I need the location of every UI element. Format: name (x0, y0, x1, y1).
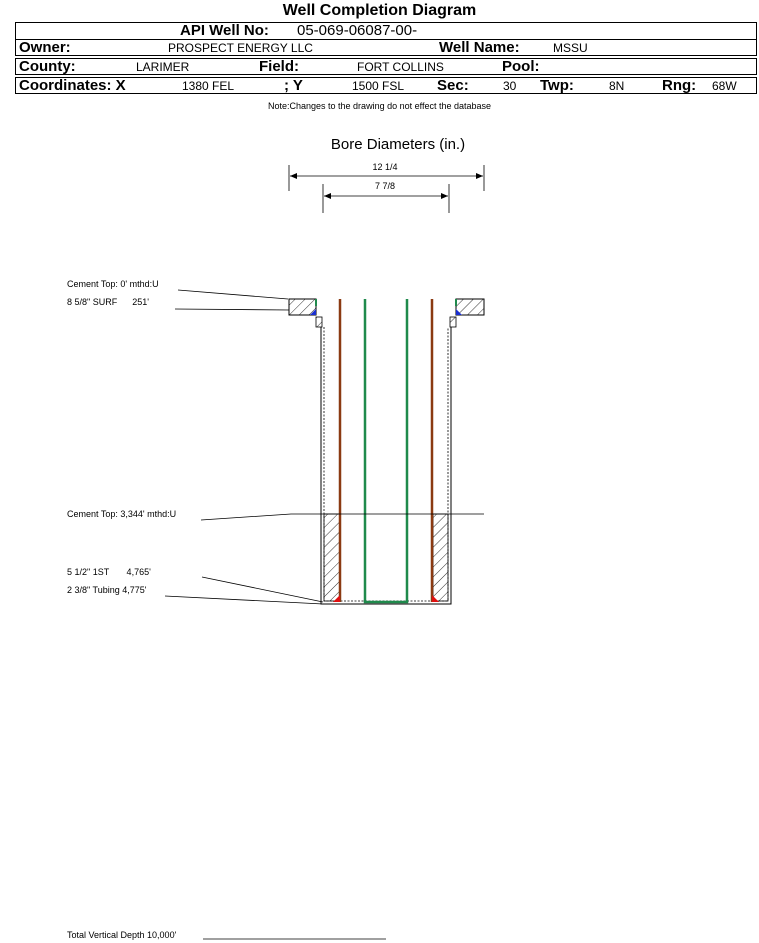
transition-right (449, 316, 457, 328)
owner-label: Owner: (19, 39, 71, 56)
leader-cement-top-production (200, 513, 484, 521)
database-note: Note:Changes to the drawing do not effec… (268, 101, 491, 111)
sec-value: 30 (503, 79, 517, 93)
header-row-coordinates: Coordinates: X 1380 FEL ; Y 1500 FSL Sec… (15, 77, 757, 94)
coord-y-value: 1500 FSL (352, 79, 405, 93)
header-row-owner: Owner: PROSPECT ENERGY LLC Well Name: MS… (15, 39, 757, 56)
leader-production-casing (201, 576, 324, 603)
twp-value: 8N (609, 79, 625, 93)
tubing-string (363, 299, 409, 604)
well-name-value: MSSU (553, 41, 588, 55)
field-label: Field: (259, 58, 299, 75)
header-row-api: API Well No: 05-069-06087-00- (15, 22, 757, 39)
rng-value: 68W (712, 79, 737, 93)
casing-shoe-right (432, 595, 439, 602)
coord-y-label: ; Y (284, 77, 303, 94)
well-name-label: Well Name: (439, 39, 520, 56)
label-total-vertical-depth: Total Vertical Depth 10,000' (67, 930, 177, 940)
label-cement-top-production: Cement Top: 3,344' mthd:U (67, 509, 177, 519)
api-label: API Well No: (180, 22, 269, 39)
diagram-title: Well Completion Diagram (282, 2, 477, 19)
transition-left (315, 316, 323, 328)
twp-label: Twp: (540, 77, 574, 94)
production-cement-left (323, 513, 341, 602)
pool-label: Pool: (502, 58, 540, 75)
rng-label: Rng: (662, 77, 697, 94)
label-production-casing: 5 1/2" 1ST 4,765' (67, 567, 151, 577)
coord-x-value: 1380 FEL (182, 79, 235, 93)
sec-label: Sec: (437, 77, 469, 94)
surf-shoe-left (310, 309, 316, 315)
label-cement-top-surface: Cement Top: 0' mthd:U (67, 279, 159, 289)
borehole-wall-inner (323, 327, 449, 602)
leader-cement-top-surface (177, 289, 289, 300)
field-value: FORT COLLINS (357, 60, 444, 74)
county-value: LARIMER (136, 60, 190, 74)
casing-shoe-left (333, 595, 340, 602)
header-row-county: County: LARIMER Field: FORT COLLINS Pool… (15, 58, 757, 75)
bore-diameters-title: Bore Diameters (in.) (331, 136, 465, 153)
county-label: County: (19, 58, 76, 75)
production-cement-right (432, 513, 449, 602)
borehole-wall-outer (320, 327, 452, 605)
label-tubing: 2 3/8" Tubing 4,775' (67, 585, 147, 595)
bore-inner-label: 7 7/8 (375, 181, 395, 191)
bore-outer-label: 12 1/4 (372, 162, 397, 172)
surface-cement-left (288, 298, 317, 316)
leader-tubing (164, 595, 324, 605)
surface-cement-right (455, 298, 485, 316)
owner-value: PROSPECT ENERGY LLC (168, 41, 313, 55)
coord-x-label: Coordinates: X (19, 77, 126, 94)
surf-shoe-right (456, 309, 462, 315)
api-value: 05-069-06087-00- (297, 22, 418, 39)
leader-surf-casing (174, 308, 290, 311)
label-surf-casing: 8 5/8" SURF 251' (67, 297, 149, 307)
